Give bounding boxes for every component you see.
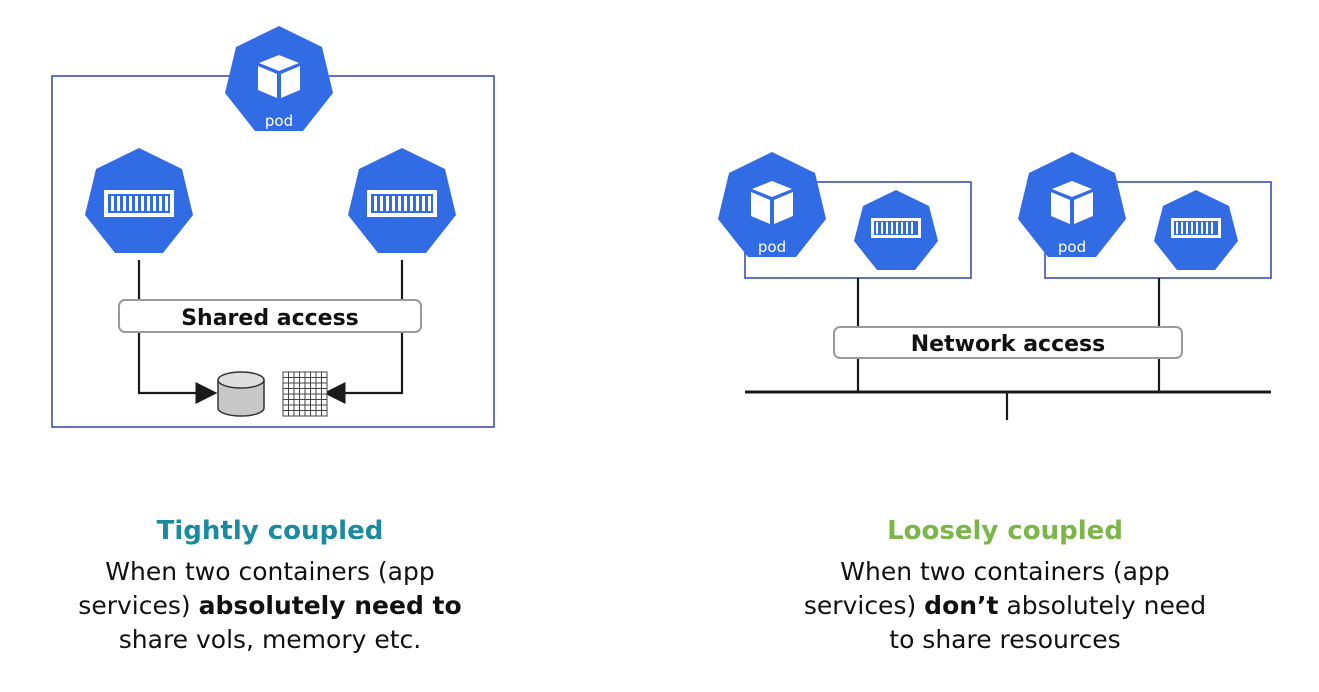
volume-icon	[217, 371, 265, 417]
caption-text: services)	[78, 591, 199, 620]
pod-label: pod	[1058, 238, 1086, 256]
caption-line: to share resources	[889, 625, 1121, 654]
caption-line: When two containers (app	[840, 557, 1170, 586]
memory-grid-icon	[282, 371, 328, 417]
caption-text: services)	[803, 591, 925, 620]
loosely-coupled-title: Loosely coupled	[887, 516, 1123, 546]
container-icon	[1154, 190, 1238, 270]
arrow-to-memory	[323, 333, 404, 404]
caption-text: absolutely need	[998, 591, 1207, 620]
pod-label: pod	[265, 112, 293, 130]
container-icon	[854, 190, 938, 270]
network-access-box: Network access	[833, 326, 1183, 359]
pod-icon: pod	[225, 26, 333, 131]
container-icon	[85, 148, 193, 253]
caption-line: When two containers (app	[105, 557, 435, 586]
tightly-coupled-caption: Tightly coupled When two containers (app…	[30, 515, 510, 657]
caption-line: services) absolutely need to	[30, 589, 510, 623]
network-access-label: Network access	[911, 332, 1105, 357]
shared-access-label: Shared access	[181, 306, 359, 331]
pod-icon: pod	[718, 152, 826, 257]
pod-icon: pod	[1018, 152, 1126, 257]
shared-access-box: Shared access	[118, 299, 422, 333]
loosely-coupled-caption: Loosely coupled When two containers (app…	[745, 515, 1265, 657]
caption-emphasis: absolutely need to	[198, 591, 462, 620]
caption-line: share vols, memory etc.	[118, 625, 422, 654]
container-icon	[348, 148, 456, 253]
pod-label: pod	[758, 238, 786, 256]
tightly-coupled-title: Tightly coupled	[156, 516, 384, 546]
caption-line: services) don’t absolutely need	[745, 589, 1265, 623]
arrow-to-volume	[137, 333, 218, 404]
caption-emphasis: don’t	[924, 591, 999, 620]
